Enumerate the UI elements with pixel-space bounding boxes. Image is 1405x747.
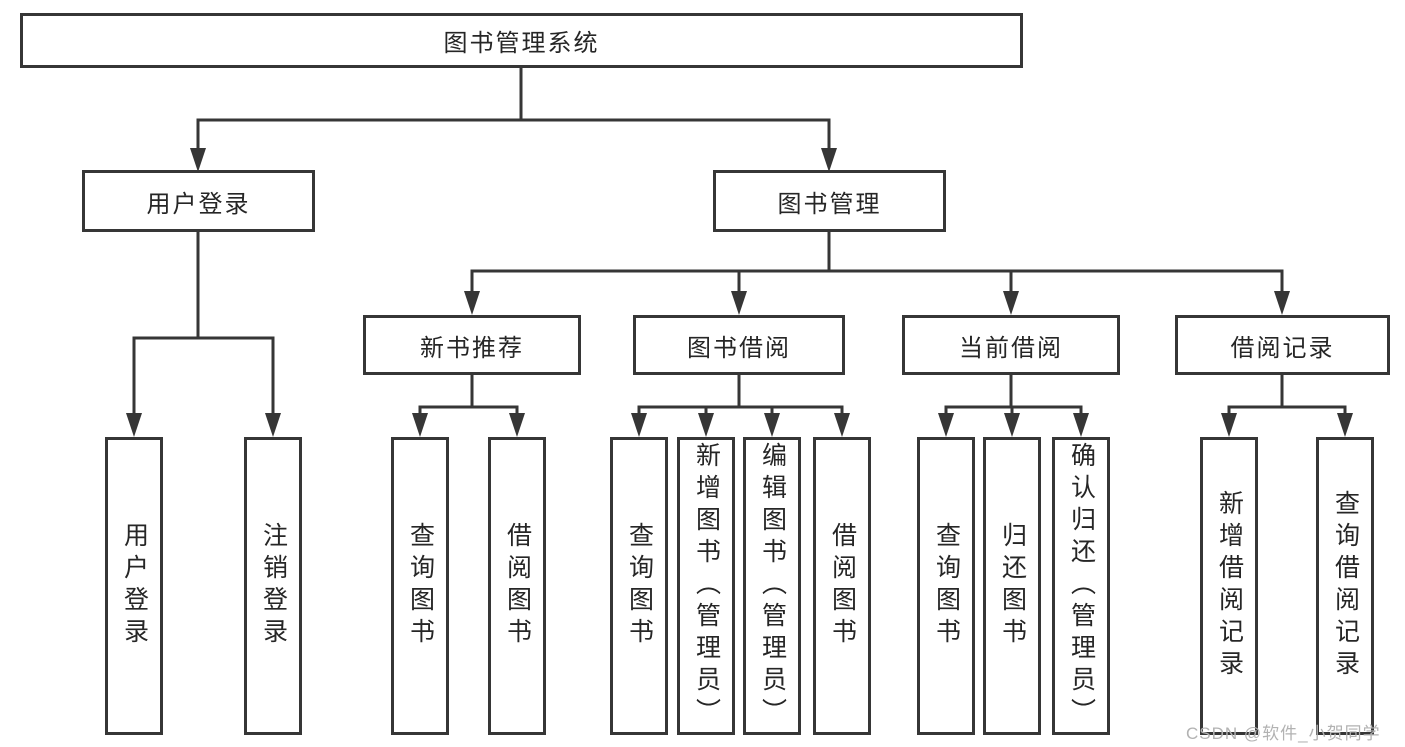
leaf-add-borrow-record: 新增借阅记录 xyxy=(1200,437,1258,735)
node-book-borrow: 图书借阅 xyxy=(633,315,845,375)
leaf-confirm-return-admin: 确认归还（管理员） xyxy=(1052,437,1110,735)
node-book-management: 图书管理 xyxy=(713,170,946,232)
leaf-add-books-admin: 新增图书（管理员） xyxy=(677,437,735,735)
leaf-logout: 注销登录 xyxy=(244,437,302,735)
leaf-borrow-books-recommend: 借阅图书 xyxy=(488,437,546,735)
leaf-edit-books-admin: 编辑图书（管理员） xyxy=(743,437,801,735)
node-root: 图书管理系统 xyxy=(20,13,1023,68)
node-borrow-records: 借阅记录 xyxy=(1175,315,1390,375)
node-current-borrow: 当前借阅 xyxy=(902,315,1120,375)
leaf-query-books-current: 查询图书 xyxy=(917,437,975,735)
watermark: CSDN @软件_小贺同学 xyxy=(1186,724,1381,743)
leaf-query-borrow-record: 查询借阅记录 xyxy=(1316,437,1374,735)
leaf-user-login: 用户登录 xyxy=(105,437,163,735)
node-user-login: 用户登录 xyxy=(82,170,315,232)
node-new-book-recommend: 新书推荐 xyxy=(363,315,581,375)
leaf-query-books-recommend: 查询图书 xyxy=(391,437,449,735)
leaf-query-books-borrow: 查询图书 xyxy=(610,437,668,735)
leaf-return-books: 归还图书 xyxy=(983,437,1041,735)
leaf-borrow-books: 借阅图书 xyxy=(813,437,871,735)
